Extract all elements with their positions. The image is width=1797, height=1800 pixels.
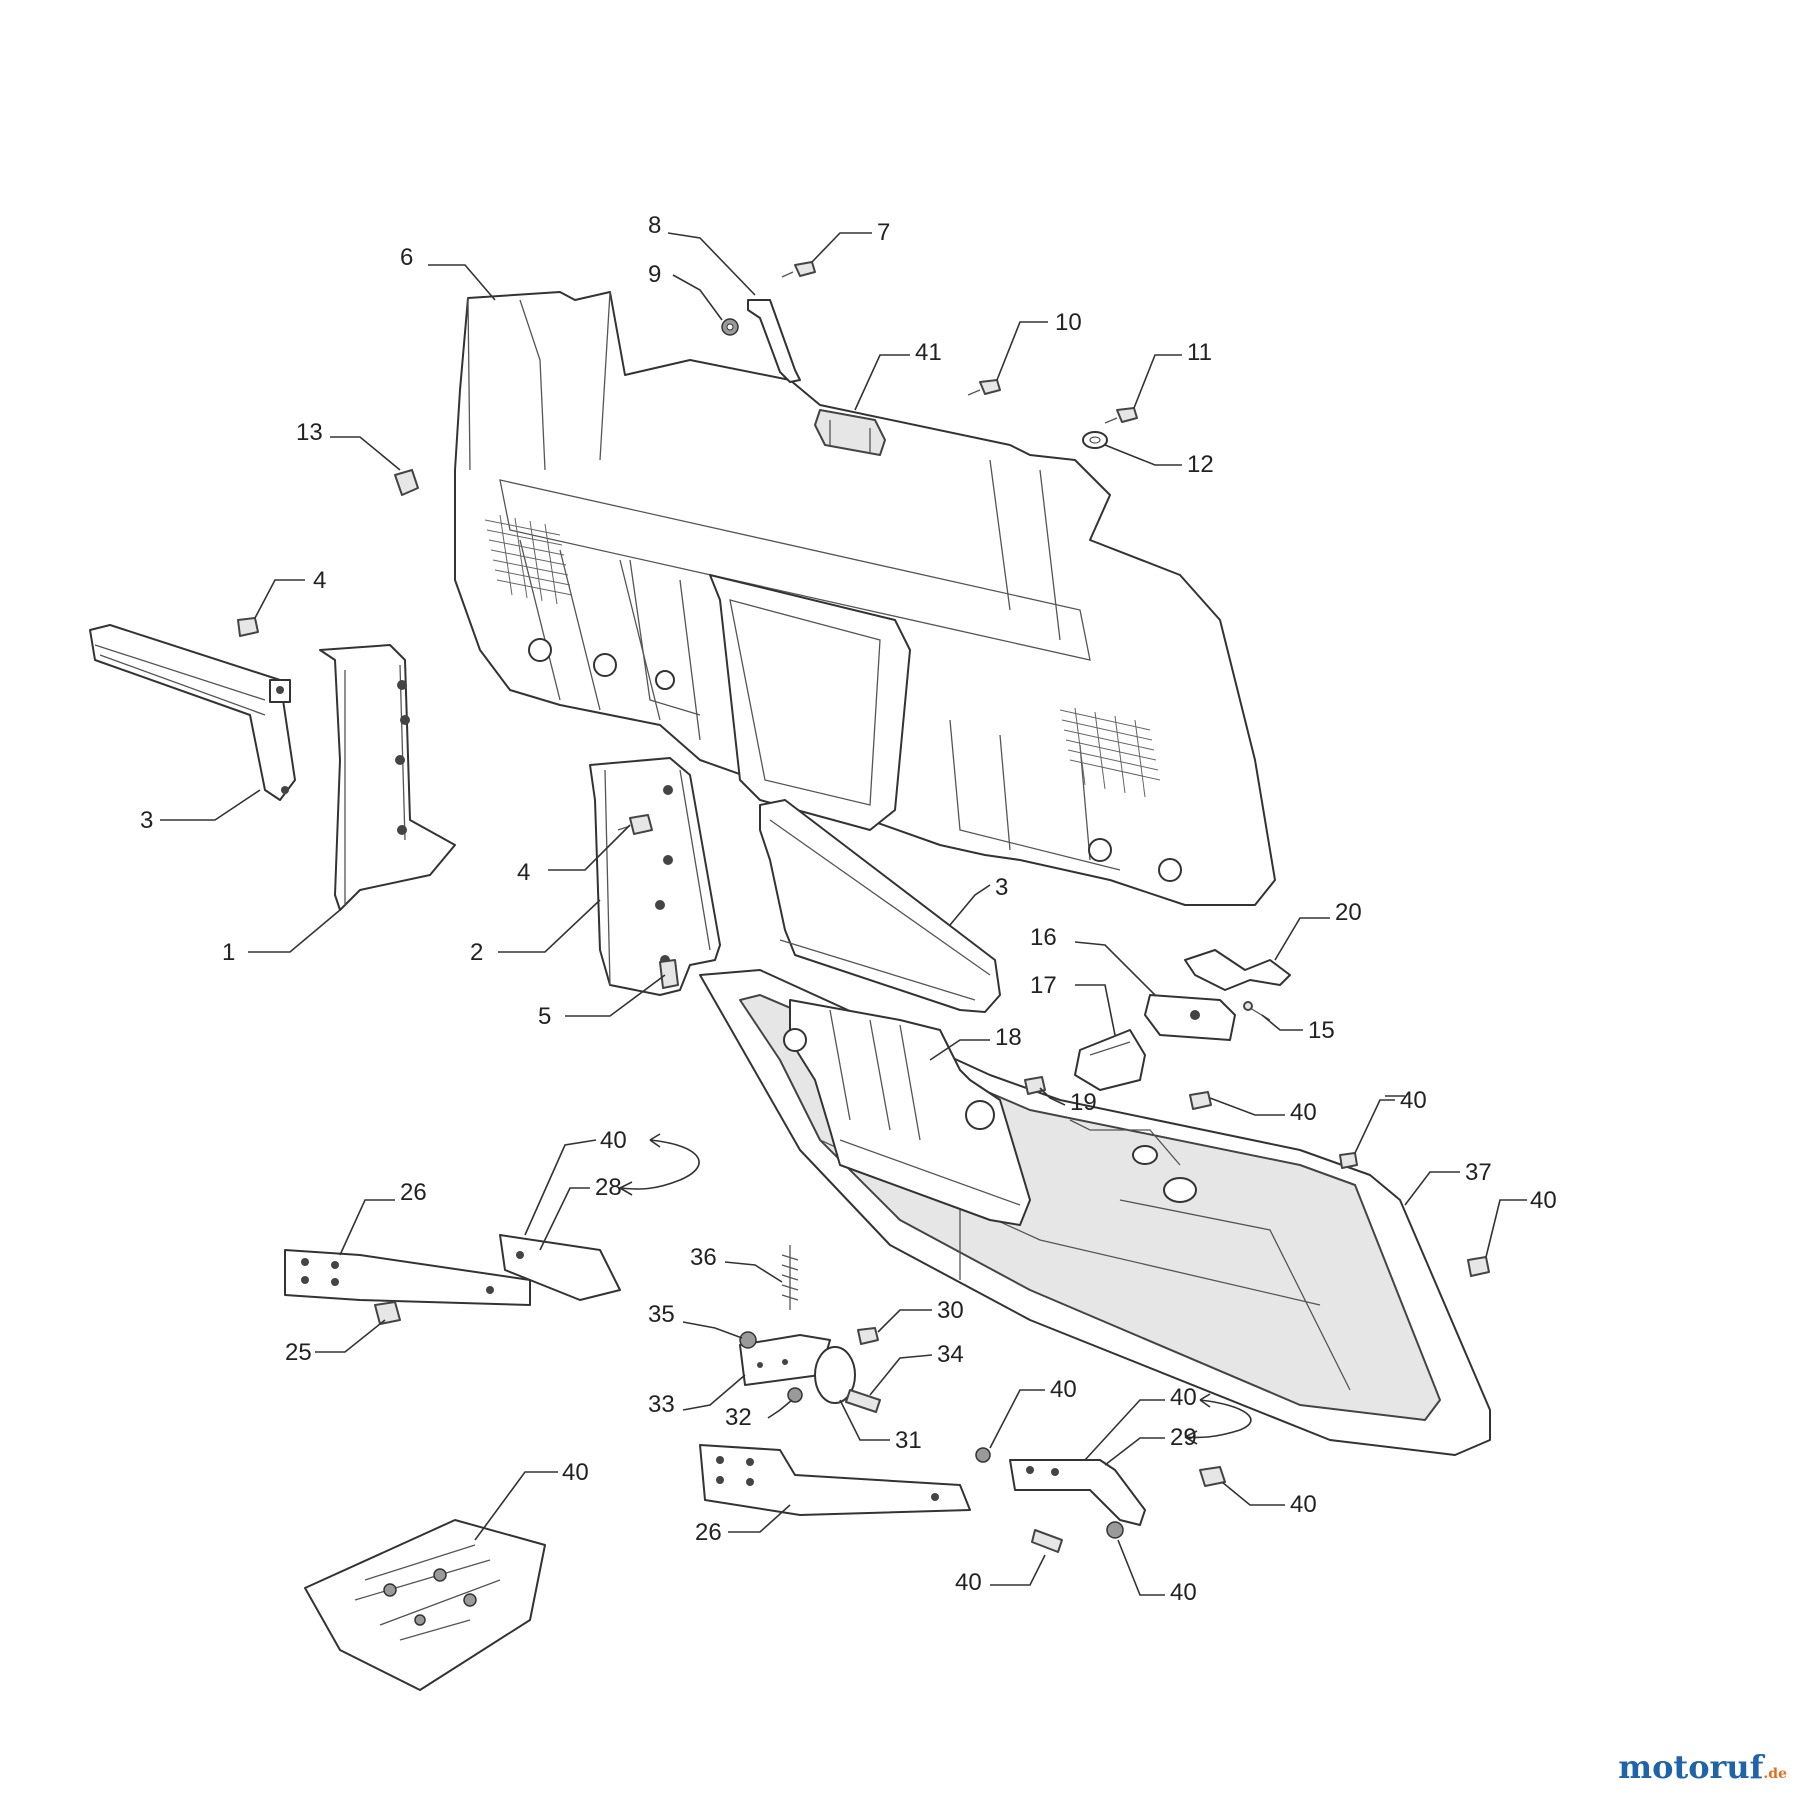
part-26-hinge-lower bbox=[699, 1444, 971, 1516]
callout-40-bolt-bottom: 40 bbox=[955, 1569, 982, 1596]
part-28-hinge-leaf bbox=[499, 1234, 621, 1301]
grille-left bbox=[484, 514, 573, 605]
callout-32: 32 bbox=[725, 1404, 752, 1431]
callout-7: 7 bbox=[877, 219, 890, 246]
part-30-screw bbox=[857, 1327, 879, 1345]
part-1-bracket-left bbox=[319, 644, 456, 911]
part-36-spring bbox=[781, 1245, 799, 1310]
part-40-hardware-bag bbox=[304, 1519, 546, 1691]
callout-11: 11 bbox=[1187, 339, 1212, 366]
callout-41: 41 bbox=[915, 339, 942, 366]
part-41-latch bbox=[814, 409, 886, 456]
callout-9: 9 bbox=[648, 261, 661, 288]
callout-3-right: 3 bbox=[995, 874, 1008, 901]
callout-10: 10 bbox=[1055, 309, 1082, 336]
callout-34: 34 bbox=[937, 1341, 964, 1368]
callout-18: 18 bbox=[995, 1024, 1022, 1051]
callout-15: 15 bbox=[1308, 1017, 1335, 1044]
part-17-latch-catch bbox=[1074, 1029, 1146, 1091]
part-13-clip bbox=[394, 469, 419, 496]
callout-12: 12 bbox=[1187, 451, 1214, 478]
part-16-latch-block bbox=[1144, 994, 1236, 1041]
part-15-pin bbox=[1243, 1001, 1271, 1021]
callout-26-upper: 26 bbox=[400, 1179, 427, 1206]
part-35-nut bbox=[739, 1331, 757, 1349]
rotation-arrows bbox=[619, 1133, 1252, 1445]
callout-19: 19 bbox=[1070, 1089, 1097, 1116]
callout-40-nut-center: 40 bbox=[1050, 1376, 1077, 1403]
callout-25: 25 bbox=[285, 1339, 312, 1366]
part-7-screw bbox=[781, 261, 816, 278]
part-31-cam bbox=[814, 1346, 856, 1404]
watermark-suffix: .de bbox=[1763, 1766, 1787, 1782]
callout-28: 28 bbox=[595, 1174, 622, 1201]
callout-5: 5 bbox=[538, 1003, 551, 1030]
callout-40-tray-top: 40 bbox=[1400, 1087, 1427, 1114]
part-26-hinge-upper bbox=[284, 1249, 531, 1306]
callout-40-nut-bottom: 40 bbox=[1170, 1579, 1197, 1606]
callout-16: 16 bbox=[1030, 924, 1057, 951]
callout-40-bolt-right: 40 bbox=[1290, 1491, 1317, 1518]
part-19-screw bbox=[1024, 1076, 1046, 1095]
part-8-spring-clip bbox=[747, 299, 801, 383]
part-3-rail-left bbox=[89, 624, 296, 801]
part-4-bolts bbox=[237, 617, 653, 835]
callout-40-tray-right: 40 bbox=[1530, 1187, 1557, 1214]
part-18-handle bbox=[783, 999, 1031, 1226]
callouts: 1 2 3 3 4 4 5 6 7 8 9 10 11 bbox=[140, 212, 1557, 1606]
callout-6: 6 bbox=[400, 244, 413, 271]
part-9-nut bbox=[721, 318, 739, 336]
part-10-screw bbox=[967, 379, 1001, 396]
callout-1: 1 bbox=[222, 939, 235, 966]
part-32-nut bbox=[787, 1387, 803, 1403]
callout-40-latch: 40 bbox=[1290, 1099, 1317, 1126]
callout-2: 2 bbox=[470, 939, 483, 966]
callout-26-lower: 26 bbox=[695, 1519, 722, 1546]
callout-31: 31 bbox=[895, 1427, 922, 1454]
part-6-rear-housing bbox=[454, 291, 1276, 906]
callout-36: 36 bbox=[690, 1244, 717, 1271]
grille-right bbox=[1059, 707, 1161, 798]
watermark-logo: motoruf.de bbox=[1618, 1748, 1787, 1786]
part-2-bracket-right bbox=[589, 757, 721, 996]
part-40-fasteners bbox=[975, 1091, 1490, 1553]
callout-40-hinge-arm: 40 bbox=[1170, 1384, 1197, 1411]
callout-20: 20 bbox=[1335, 899, 1362, 926]
callout-30: 30 bbox=[937, 1297, 964, 1324]
callout-35: 35 bbox=[648, 1301, 675, 1328]
callout-33: 33 bbox=[648, 1391, 675, 1418]
callout-40-hinge-upper: 40 bbox=[600, 1127, 627, 1154]
callout-40-bag: 40 bbox=[562, 1459, 589, 1486]
callout-4-mid: 4 bbox=[517, 859, 530, 886]
callout-13: 13 bbox=[296, 419, 323, 446]
watermark-brand: motoruf bbox=[1618, 1748, 1764, 1786]
part-12-washer bbox=[1082, 431, 1108, 449]
part-11-screw bbox=[1104, 407, 1138, 424]
part-5-bolt bbox=[659, 959, 679, 989]
part-25-bolt bbox=[374, 1301, 401, 1325]
part-3-rail-right bbox=[759, 799, 1001, 1013]
callout-8: 8 bbox=[648, 212, 661, 239]
part-20-lever bbox=[1184, 949, 1291, 991]
callout-3-left: 3 bbox=[140, 807, 153, 834]
callout-29: 29 bbox=[1170, 1424, 1197, 1451]
callout-37: 37 bbox=[1465, 1159, 1492, 1186]
part-29-hinge-arm bbox=[1009, 1459, 1146, 1526]
callout-17: 17 bbox=[1030, 972, 1057, 999]
callout-4-top: 4 bbox=[313, 567, 326, 594]
part-34-bolt bbox=[845, 1389, 881, 1413]
